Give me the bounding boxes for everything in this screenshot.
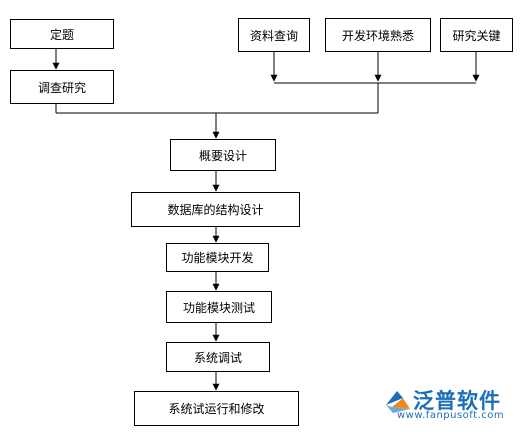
- node-lookup-label: 资料查询: [249, 28, 298, 43]
- node-modtest: 功能模块测试: [166, 291, 272, 323]
- node-devenv: 开发环境熟悉: [325, 18, 431, 52]
- watermark-name: 泛普软件: [413, 389, 501, 413]
- node-db: 数据库的结构设计: [131, 192, 300, 227]
- node-devenv-label: 开发环境熟悉: [341, 28, 414, 43]
- node-research: 调查研究: [10, 70, 114, 104]
- logo-mark-icon: [386, 391, 410, 413]
- node-modtest-label: 功能模块测试: [182, 300, 255, 315]
- node-final-label: 系统试运行和修改: [168, 402, 265, 416]
- node-key-label: 研究关键: [452, 28, 501, 43]
- node-db-label: 数据库的结构设计: [167, 203, 264, 217]
- node-overview-label: 概要设计: [198, 148, 247, 163]
- node-research-label: 调查研究: [37, 80, 86, 95]
- node-key: 研究关键: [440, 18, 513, 52]
- node-topic-label: 定题: [49, 27, 74, 42]
- node-final: 系统试运行和修改: [134, 391, 299, 426]
- node-overview: 概要设计: [170, 139, 276, 171]
- node-moddev: 功能模块开发: [166, 243, 269, 272]
- watermark-logo: 泛普软件 www.fanpusoft.com: [383, 385, 515, 425]
- node-lookup: 资料查询: [238, 18, 310, 52]
- node-systest: 系统调试: [166, 342, 270, 372]
- node-topic: 定题: [10, 19, 114, 49]
- node-moddev-label: 功能模块开发: [181, 251, 254, 265]
- watermark-url: www.fanpusoft.com: [397, 410, 505, 421]
- node-systest-label: 系统调试: [193, 350, 242, 365]
